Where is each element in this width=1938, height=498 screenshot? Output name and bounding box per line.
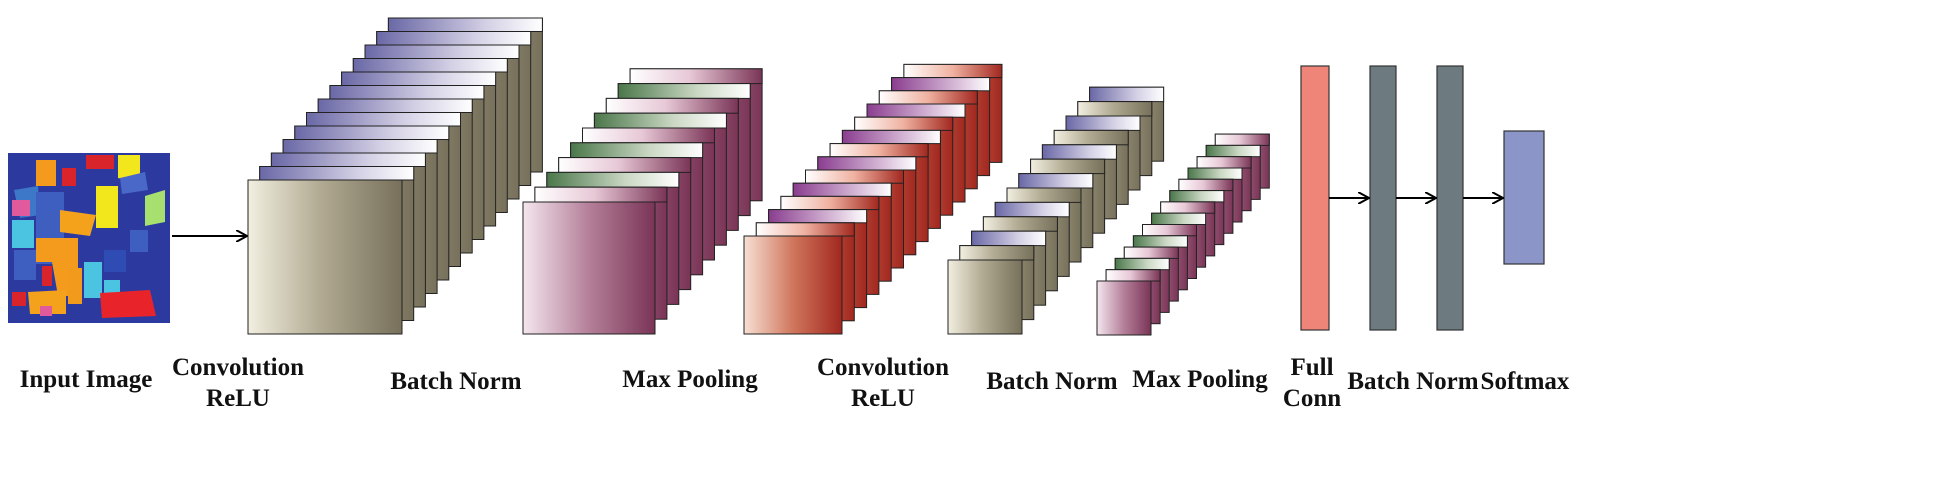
feature-map-edge [755, 222, 855, 237]
feature-map-edge [376, 31, 532, 46]
feature-map-edge [270, 152, 426, 167]
conv1-feature-stack [247, 17, 543, 335]
feature-map-edge [1160, 201, 1216, 214]
feature-map-edge [582, 127, 715, 144]
feature-map-edge [1053, 129, 1129, 146]
feature-map-edge [570, 142, 704, 159]
feature-map-edge [282, 139, 438, 154]
feature-map-edge [1169, 190, 1225, 203]
feature-map-edge [364, 44, 520, 59]
feature-map-edge [294, 125, 450, 140]
feature-map-edge [1178, 178, 1234, 192]
feature-map-edge [329, 85, 485, 100]
feature-map-edge [629, 68, 763, 85]
feature-map-edge [546, 171, 680, 188]
batch-norm-label-2: Batch Norm [986, 368, 1118, 395]
input-image-label: Input Image [19, 366, 153, 393]
batch-norm-bar-2 [1436, 65, 1464, 331]
feature-map-edge [1151, 212, 1207, 225]
feature-map-edge [1089, 86, 1165, 103]
feature-map-edge [1105, 269, 1161, 282]
feature-map-edge [1018, 173, 1094, 189]
feature-map-edge [1065, 115, 1141, 131]
feature-map-edge [829, 143, 929, 158]
feature-map-layer [947, 259, 1023, 335]
feature-map-edge [317, 98, 473, 113]
feature-map-edge [994, 201, 1070, 218]
max-pooling-label-1: Max Pooling [622, 366, 758, 393]
feature-map-edge [341, 71, 497, 86]
pool2-feature-stack [947, 86, 1165, 335]
feature-map-edge [1142, 224, 1197, 237]
feature-map-edge [854, 116, 954, 131]
feature-map-layer [1096, 280, 1152, 336]
feature-map-edge [841, 129, 941, 145]
feature-map-edge [1123, 246, 1179, 259]
feature-map-edge [1077, 101, 1153, 117]
feature-map-edge [306, 112, 461, 127]
feature-map-edge [891, 77, 991, 92]
feature-map-stacks [247, 17, 1270, 336]
batch-norm-bar-1 [1369, 65, 1397, 331]
feature-map-edge [605, 97, 739, 114]
feature-map-layer [522, 201, 656, 335]
feature-map-edge [903, 63, 1003, 79]
feature-map-edge [805, 169, 904, 184]
dense-layers [1300, 65, 1545, 331]
feature-map-edge [1196, 156, 1252, 169]
feature-map-edge [617, 83, 751, 99]
feature-map-edge [1041, 144, 1117, 160]
softmax-label: Softmax [1480, 368, 1570, 395]
hyperspectral-class-map-icon [8, 153, 170, 323]
feature-map-edge [534, 186, 668, 203]
feature-map-edge [768, 209, 868, 224]
feature-map-layer [247, 179, 403, 335]
feature-map-edge [866, 103, 966, 118]
feature-map-edge [593, 112, 727, 129]
feature-map-edge [259, 166, 415, 181]
feature-map-edge [982, 216, 1058, 232]
feature-map-edge [1187, 167, 1243, 180]
feature-map-edge [1114, 257, 1170, 271]
feature-map-edge [878, 90, 978, 105]
feature-map-edge [1214, 133, 1270, 146]
batch-norm-label-3: Batch Norm [1347, 368, 1479, 395]
feature-map-layer [743, 235, 843, 335]
max-pooling-label-2: Max Pooling [1132, 366, 1268, 393]
feature-map-edge [352, 58, 508, 73]
conv2-feature-stack [743, 63, 1003, 335]
feature-map-edge [817, 156, 917, 171]
feature-map-edge [558, 157, 692, 173]
feature-map-edge [1030, 158, 1106, 175]
full-conn-bar [1300, 65, 1330, 331]
softmax-bar [1503, 130, 1545, 265]
batch-norm-label-1: Batch Norm [390, 368, 522, 395]
feature-map-edge [959, 245, 1035, 261]
feature-map-edge [1205, 144, 1261, 158]
pool1-feature-stack [522, 68, 763, 335]
pool3-feature-stack [1096, 133, 1270, 336]
feature-map-edge [1132, 235, 1188, 248]
feature-map-edge [971, 230, 1047, 247]
feature-map-edge [1006, 187, 1082, 203]
feature-map-edge [387, 17, 543, 32]
feature-map-edge [780, 195, 880, 211]
feature-map-edge [792, 182, 892, 197]
